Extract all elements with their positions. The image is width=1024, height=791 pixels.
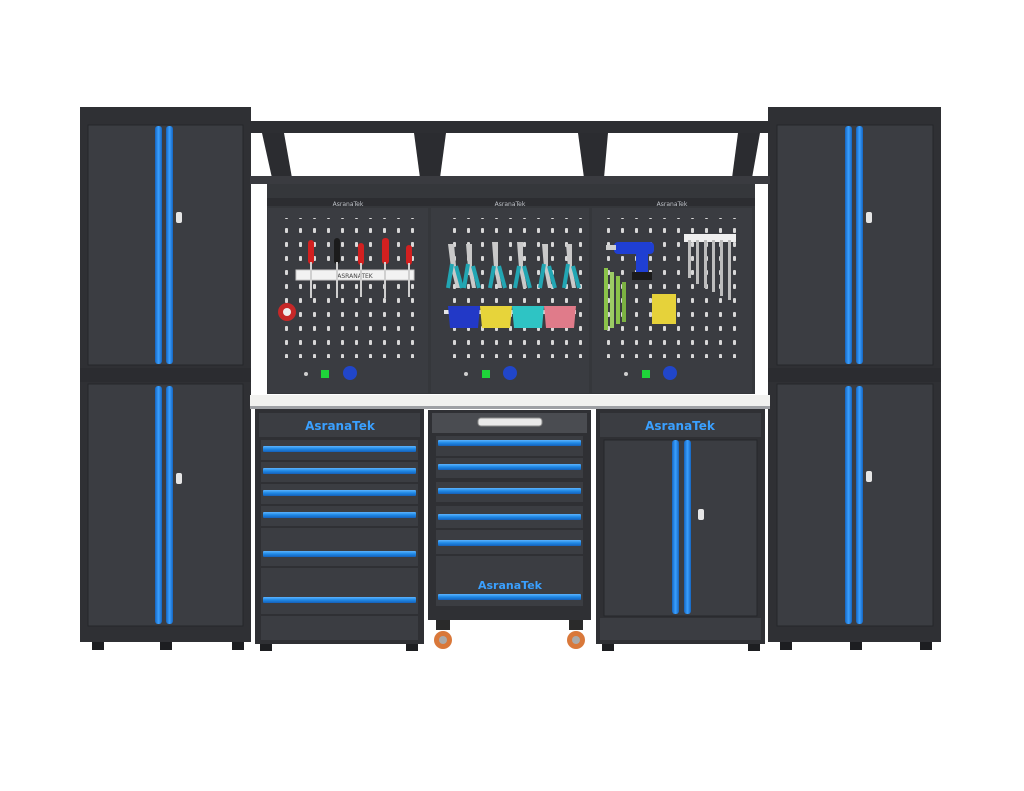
top-shelf	[250, 121, 770, 184]
trolley-top-handle[interactable]	[477, 417, 543, 427]
door-handle[interactable]	[845, 126, 852, 364]
drawer-handle[interactable]	[438, 594, 581, 600]
pliers-icon[interactable]	[513, 242, 532, 289]
pliers-icon[interactable]	[488, 242, 507, 289]
storage-bins	[444, 306, 576, 328]
drawer-handle[interactable]	[438, 464, 581, 470]
pliers-icon[interactable]	[446, 244, 464, 289]
wrench-icon[interactable]	[704, 240, 707, 288]
board-logo: AsranaTek	[657, 201, 688, 208]
wrench-rack	[652, 294, 676, 324]
socket-icon[interactable]	[503, 366, 517, 380]
caster-icon	[434, 620, 452, 649]
drawer-handle[interactable]	[438, 440, 581, 446]
lock-icon[interactable]	[176, 473, 182, 484]
wrench-icon[interactable]	[712, 240, 715, 292]
drill-icon[interactable]	[606, 242, 654, 280]
bin-icon[interactable]	[448, 306, 480, 328]
socket-icon[interactable]	[663, 366, 677, 380]
door-handle[interactable]	[672, 440, 679, 614]
drawer-handle[interactable]	[263, 446, 416, 452]
drawer-handle[interactable]	[263, 512, 416, 518]
led-icon	[624, 372, 628, 376]
pliers-icon[interactable]	[462, 244, 481, 289]
hex-key-icon[interactable]	[604, 268, 626, 330]
drawer-handle[interactable]	[263, 551, 416, 557]
tool-trolley: AsranaTek	[428, 410, 591, 649]
right-tall-cabinet	[768, 107, 941, 650]
pliers-icon[interactable]	[562, 244, 581, 289]
wrench-set	[652, 234, 736, 324]
worktop	[250, 395, 770, 407]
door-handle[interactable]	[155, 126, 162, 364]
wrench-icon[interactable]	[728, 240, 731, 300]
lock-icon[interactable]	[866, 212, 872, 223]
wrench-icon[interactable]	[688, 240, 691, 278]
lock-icon[interactable]	[866, 471, 872, 482]
trolley-logo: AsranaTek	[478, 579, 543, 592]
screwdriver-icon[interactable]	[358, 243, 364, 297]
bin-icon[interactable]	[480, 306, 512, 328]
board-logo: AsranaTek	[333, 201, 364, 208]
cabinet-logo: AsranaTek	[645, 419, 716, 433]
left-drawer-cabinet: AsranaTek	[255, 409, 424, 651]
socket-icon[interactable]	[343, 366, 357, 380]
tape-measure-icon[interactable]	[278, 303, 296, 321]
drawer-handle[interactable]	[438, 488, 581, 494]
pliers-icon[interactable]	[538, 244, 557, 289]
led-icon	[642, 370, 650, 378]
led-icon	[304, 372, 308, 376]
door-handle[interactable]	[856, 126, 863, 364]
screwdriver-icon[interactable]	[308, 240, 314, 298]
caster-icon	[567, 620, 585, 649]
drawer-handle[interactable]	[263, 597, 416, 603]
pliers-set	[446, 242, 581, 289]
holder-strip-label: ASRANATEK	[337, 273, 374, 280]
bin-icon[interactable]	[544, 306, 576, 328]
screwdriver-icon[interactable]	[406, 245, 412, 297]
wrench-icon[interactable]	[696, 240, 699, 284]
cabinet-logo: AsranaTek	[305, 419, 376, 433]
door-handle[interactable]	[166, 386, 173, 624]
bin-icon[interactable]	[512, 306, 544, 328]
door-handle[interactable]	[845, 386, 852, 624]
trolley-drawers: AsranaTek	[436, 436, 583, 606]
screwdriver-icon[interactable]	[382, 238, 389, 298]
led-icon	[482, 370, 490, 378]
led-icon	[321, 370, 329, 378]
board-logo: AsranaTek	[495, 201, 526, 208]
led-icon	[464, 372, 468, 376]
screwdriver-holder: ASRANATEK	[295, 238, 415, 298]
drawer-handle[interactable]	[438, 514, 581, 520]
door-handle[interactable]	[166, 126, 173, 364]
power-strip	[304, 366, 677, 380]
pegboard: AsranaTek AsranaTek AsranaTek	[267, 184, 755, 394]
door-handle[interactable]	[856, 386, 863, 624]
left-tall-cabinet	[80, 107, 251, 650]
drawer-handle[interactable]	[438, 540, 581, 546]
drawer-handle[interactable]	[263, 490, 416, 496]
lock-icon[interactable]	[176, 212, 182, 223]
wrench-icon[interactable]	[720, 240, 723, 296]
drawer-handle[interactable]	[263, 468, 416, 474]
door-handle[interactable]	[155, 386, 162, 624]
screwdriver-icon[interactable]	[334, 238, 340, 298]
right-door-cabinet: AsranaTek	[596, 409, 765, 651]
lock-icon[interactable]	[698, 509, 704, 520]
door-handle[interactable]	[684, 440, 691, 614]
